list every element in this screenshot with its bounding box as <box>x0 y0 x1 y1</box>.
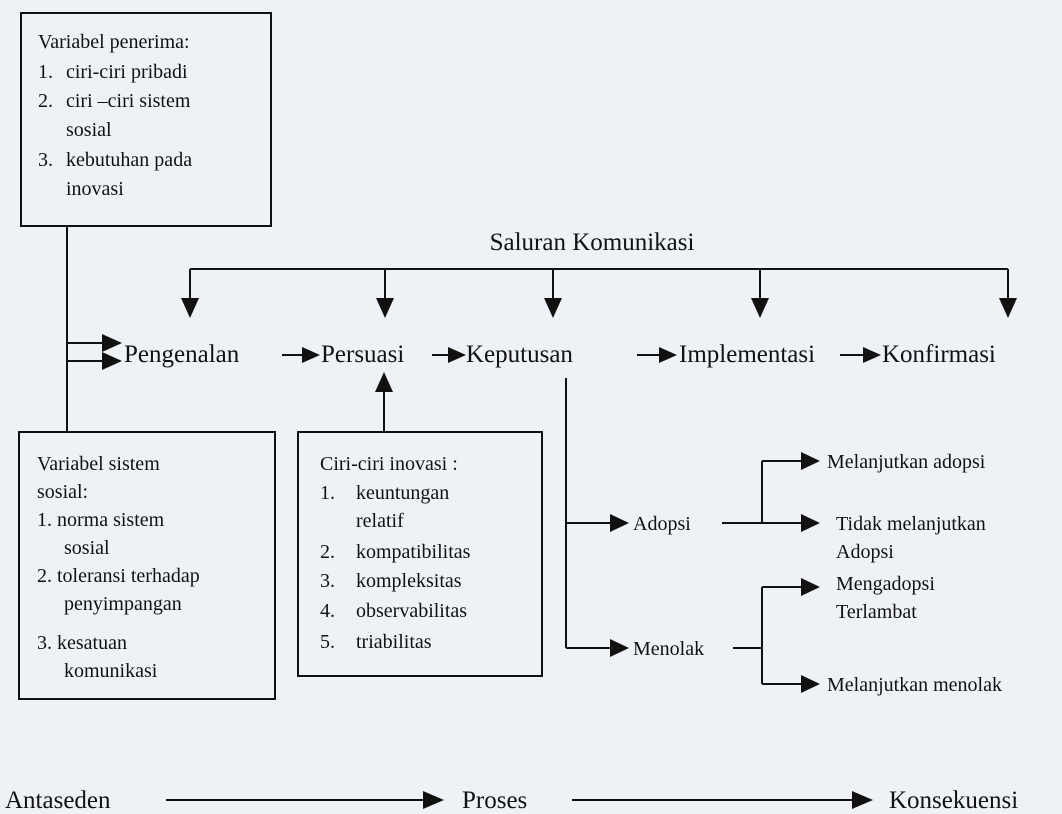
timeline-process: Proses <box>462 787 527 814</box>
channel-arrow-1 <box>181 298 199 318</box>
receiver-arrowhead <box>102 334 122 352</box>
continue-rejection-label: Melanjutkan menolak <box>827 674 1002 696</box>
receiver-item-3-text-cont: inovasi <box>66 178 124 200</box>
innovation-box-title: Ciri-ciri inovasi : <box>320 453 458 475</box>
channel-bracket <box>181 268 1017 318</box>
timeline-consequence: Konsekuensi <box>889 787 1018 814</box>
receiver-box-title: Variabel penerima: <box>38 31 190 53</box>
receiver-item-2-text-cont: sosial <box>66 119 112 141</box>
innovation-item-3-num: 3. <box>320 570 335 592</box>
stage-confirmation: Konfirmasi <box>882 341 996 368</box>
innovation-characteristics-box: Ciri-ciri inovasi : 1. keuntungan relati… <box>297 431 543 677</box>
channel-arrow-5 <box>999 298 1017 318</box>
channel-arrow-2 <box>376 298 394 318</box>
innovation-item-2-num: 2. <box>320 541 335 563</box>
social-item-1-text: norma sistem <box>57 509 165 531</box>
channel-arrow-3 <box>544 298 562 318</box>
innovation-item-1-num: 1. <box>320 482 335 504</box>
stage-arrow-1-head <box>302 347 320 363</box>
discontinue-head <box>801 514 820 532</box>
later-adoption-head <box>801 578 820 596</box>
stage-implementation: Implementasi <box>679 341 815 368</box>
social-system-box: Variabel sistem sosial: 1. norma sistem … <box>18 431 276 700</box>
innovation-to-persuasion-head <box>375 372 393 392</box>
stage-knowledge: Pengenalan <box>124 341 240 368</box>
social-item-3-text-cont: komunikasi <box>64 660 158 682</box>
social-item-1-num: 1. <box>37 509 52 531</box>
receiver-item-3-num: 3. <box>38 149 53 171</box>
continue-adoption-label: Melanjutkan adopsi <box>827 451 986 473</box>
innovation-item-1-text-cont: relatif <box>356 510 404 532</box>
continue-adoption-head <box>801 452 820 470</box>
innovation-item-3-text: kompleksitas <box>356 570 462 592</box>
social-box-title-cont: sosial: <box>37 481 88 503</box>
social-item-2-text: toleransi terhadap <box>57 565 200 587</box>
receiver-item-3-text: kebutuhan pada <box>66 149 192 171</box>
receiver-item-2-num: 2. <box>38 90 53 112</box>
stage-arrow-4-head <box>863 347 881 363</box>
stage-persuasion: Persuasi <box>321 341 404 368</box>
channel-arrow-4 <box>751 298 769 318</box>
discontinue-label: Tidak melanjutkan <box>836 513 986 535</box>
later-adoption-label: Mengadopsi <box>836 573 935 595</box>
rejection-label: Menolak <box>633 638 704 660</box>
social-item-3-text: kesatuan <box>57 632 127 654</box>
social-arrowhead <box>102 352 122 370</box>
adoption-label: Adopsi <box>633 513 691 535</box>
innovation-item-1-text: keuntungan <box>356 482 449 504</box>
receiver-item-2-text: ciri –ciri sistem <box>66 90 191 112</box>
social-box-border <box>18 431 276 700</box>
later-adoption-label-cont: Terlambat <box>836 601 917 623</box>
social-item-2-num: 2. <box>37 565 52 587</box>
social-box-title: Variabel sistem <box>37 453 160 475</box>
innovation-item-4-num: 4. <box>320 600 335 622</box>
innovation-box-border <box>297 431 543 677</box>
stage-arrow-2-head <box>448 347 466 363</box>
timeline-arrow-1-head <box>423 791 444 809</box>
timeline-antecedent: Antaseden <box>5 787 111 814</box>
receiver-item-1-text: ciri-ciri pribadi <box>66 61 188 83</box>
stage-arrow-3-head <box>659 347 677 363</box>
receiver-item-1-num: 1. <box>38 61 53 83</box>
reject-branch-head <box>610 639 629 657</box>
innovation-item-2-text: kompatibilitas <box>356 541 471 563</box>
receiver-variables-box: Variabel penerima: 1. ciri-ciri pribadi … <box>20 12 272 227</box>
continue-rejection-head <box>801 675 820 693</box>
innovation-item-4-text: observabilitas <box>356 600 467 622</box>
social-item-2-text-cont: penyimpangan <box>64 593 182 615</box>
innovation-item-5-num: 5. <box>320 631 335 653</box>
receiver-box-border <box>20 12 272 227</box>
timeline-arrow-2-head <box>852 791 873 809</box>
social-item-3-num: 3. <box>37 632 52 654</box>
innovation-item-5-text: triabilitas <box>356 631 432 653</box>
channel-label: Saluran Komunikasi <box>490 229 695 256</box>
social-item-1-text-cont: sosial <box>64 537 110 559</box>
stage-decision: Keputusan <box>466 341 573 368</box>
discontinue-label-cont: Adopsi <box>836 541 894 563</box>
adopt-branch-head <box>610 514 629 532</box>
